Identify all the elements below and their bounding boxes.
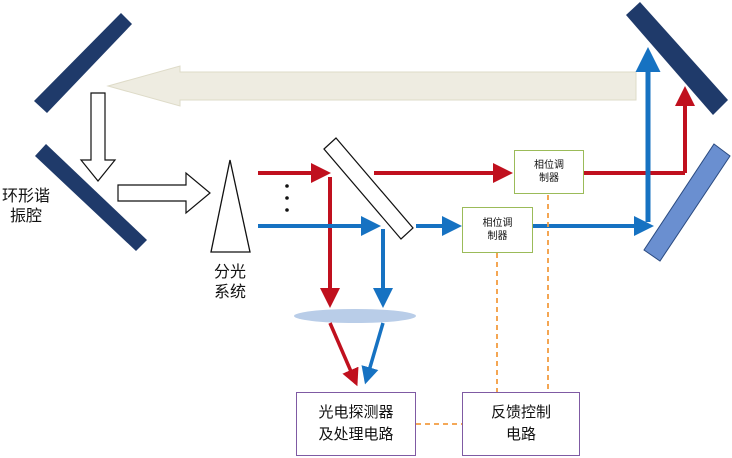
phase-modulator-top-line2: 制器	[539, 173, 559, 184]
phase-modulator-top-line1: 相位调	[534, 159, 564, 171]
photodetector-line1: 光电探测器	[318, 403, 394, 422]
return-beam-arrow	[106, 65, 637, 107]
mirror-top-left	[34, 13, 132, 113]
ellipsis-dot	[285, 196, 289, 200]
beam-splitter-label: 分光 系统	[206, 262, 254, 303]
hollow-arrow-right	[117, 171, 211, 215]
phase-modulator-bottom-line1: 相位调	[482, 217, 513, 229]
blue-beam-focused	[361, 322, 385, 385]
ellipsis-dot	[285, 184, 289, 188]
mirror-bottom-left	[35, 144, 147, 251]
phase-modulator-bottom-line2: 制器	[487, 231, 508, 242]
mirror-bottom-right	[643, 143, 731, 262]
mirror-top-right	[626, 2, 728, 115]
ellipsis-dot	[285, 208, 289, 212]
beam-splitter-plate	[323, 137, 414, 240]
hollow-arrow-down	[79, 92, 117, 182]
red-beam-focused	[328, 322, 359, 387]
ring-cavity-label: 环形谐 振腔	[0, 186, 52, 227]
feedback-control-line2: 电路	[505, 425, 536, 443]
feedback-control-line1: 反馈控制	[490, 403, 551, 422]
beam-splitter-label-line1: 分光	[213, 262, 246, 281]
photodetector-circuit-box: 光电探测器 及处理电路	[296, 392, 416, 456]
photodetector-line2: 及处理电路	[318, 425, 394, 443]
ring-cavity-label-line1: 环形谐	[1, 186, 50, 205]
focusing-lens	[294, 309, 416, 323]
beam-splitter-label-line2: 系统	[213, 282, 246, 302]
splitter-wedge	[210, 159, 251, 253]
ring-cavity-label-line2: 振腔	[9, 206, 42, 226]
phase-modulator-bottom: 相位调 制器	[462, 207, 533, 253]
phase-modulator-top: 相位调 制器	[514, 150, 584, 194]
feedback-control-box: 反馈控制 电路	[462, 392, 580, 456]
